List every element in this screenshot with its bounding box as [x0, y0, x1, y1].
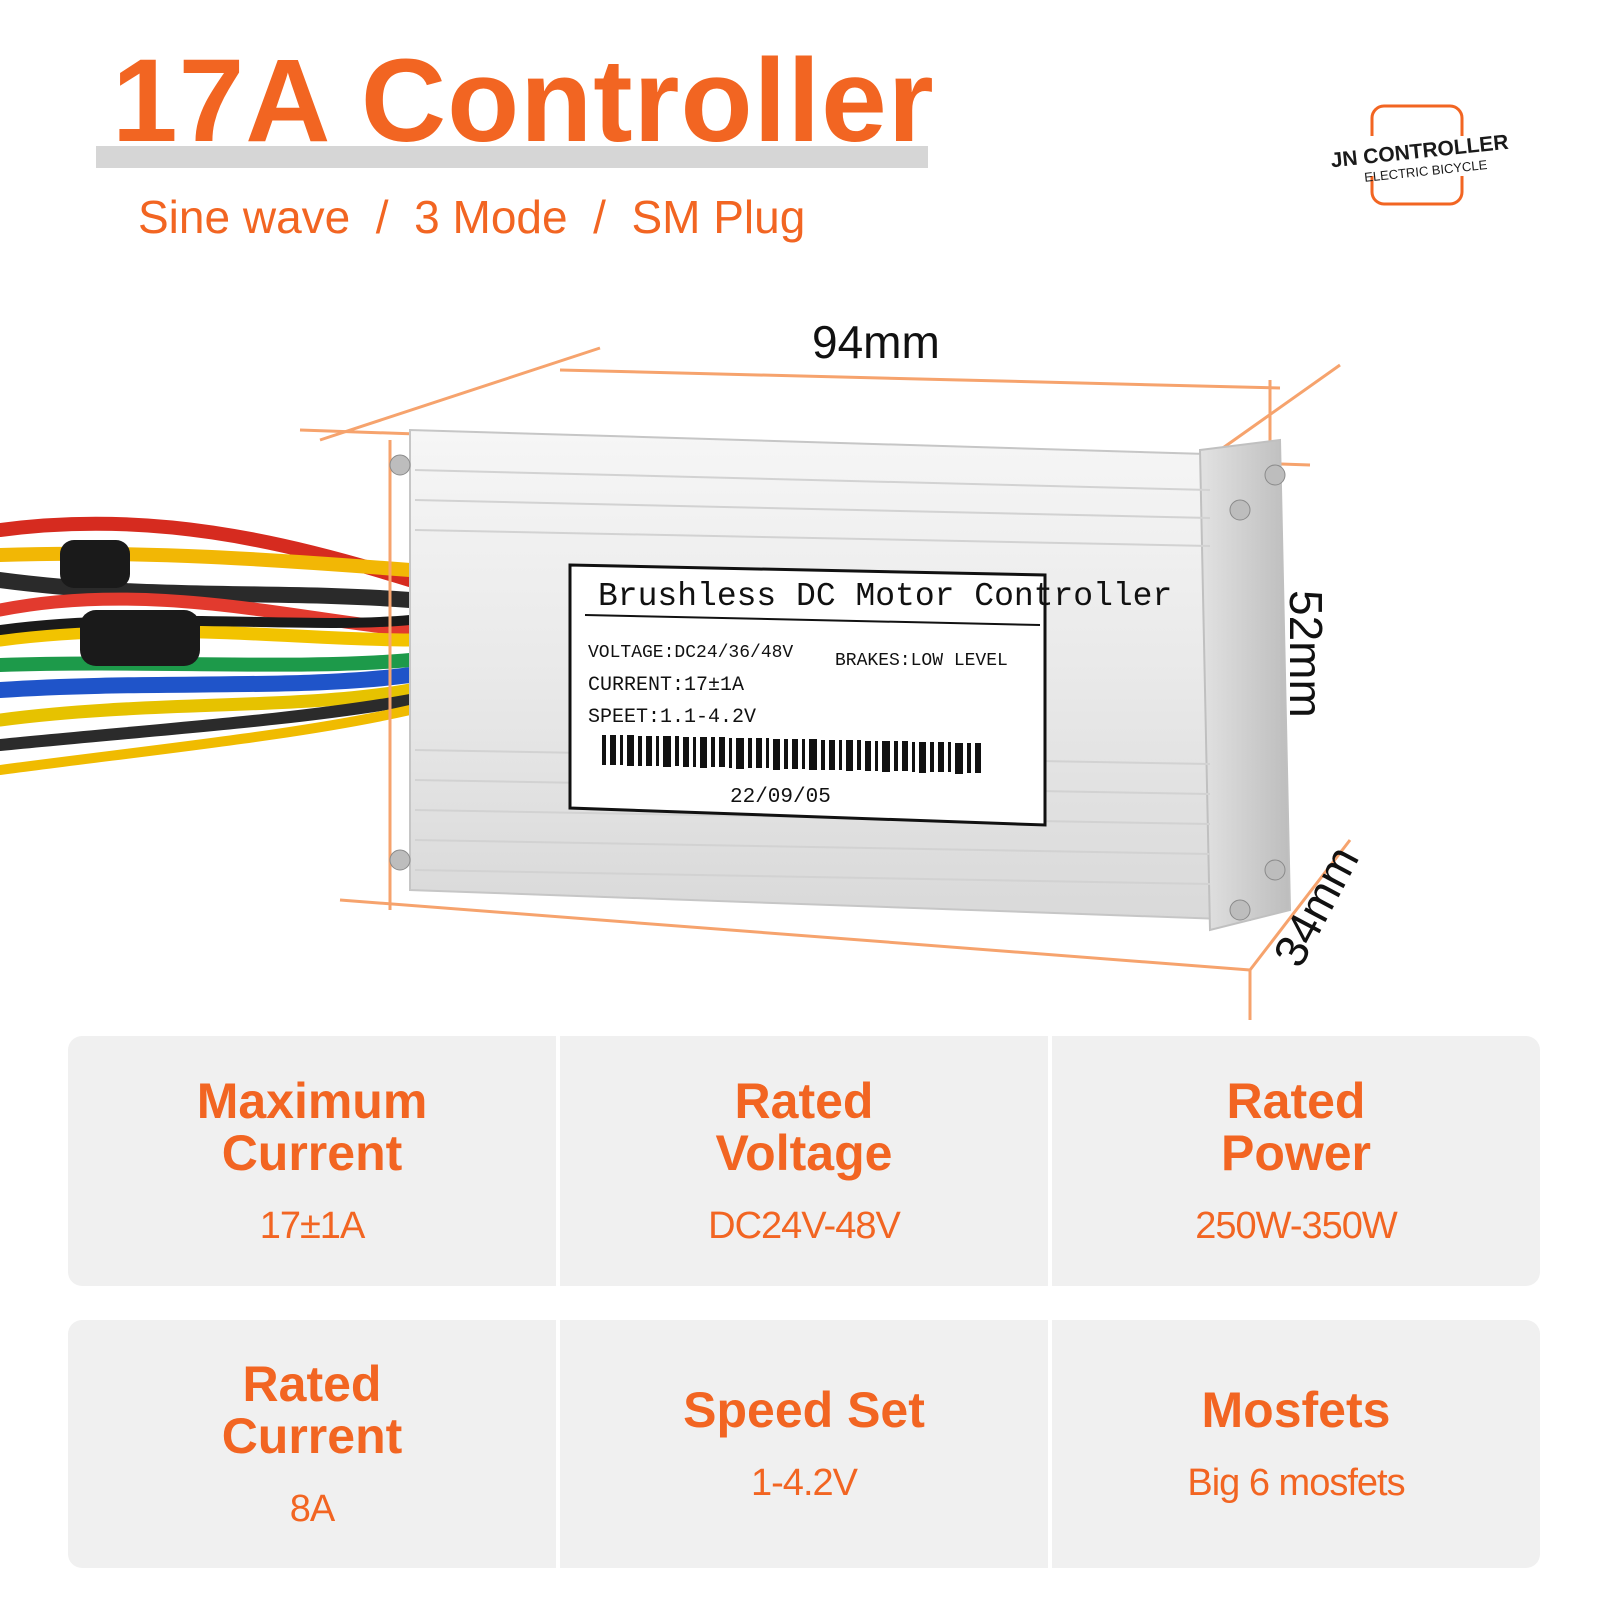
- spec-card-rated-power: Rated Power 250W-350W: [1052, 1036, 1540, 1286]
- spec-label: Mosfets: [1201, 1381, 1391, 1438]
- spec-row-2: Rated Current 8A Speed Set 1-4.2V Mosfet…: [68, 1320, 1540, 1568]
- barcode: [602, 735, 981, 774]
- device-label-sticker: Brushless DC Motor Controller VOLTAGE:DC…: [568, 563, 1172, 827]
- spec-label: Maximum Current: [196, 1072, 428, 1181]
- label-voltage: VOLTAGE:DC24/36/48V: [588, 643, 793, 663]
- spec-label: Rated Current: [221, 1355, 403, 1464]
- dimension-length-label: 94mm: [812, 316, 940, 368]
- spec-label: Rated Voltage: [715, 1072, 893, 1181]
- spec-label: Speed Set: [683, 1381, 925, 1438]
- label-date: 22/09/05: [730, 786, 831, 809]
- spec-card-rated-voltage: Rated Voltage DC24V-48V: [560, 1036, 1048, 1286]
- spec-label: Rated Power: [1220, 1072, 1372, 1181]
- spec-value: Big 6 mosfets: [1187, 1461, 1405, 1504]
- wire-harness: [0, 516, 418, 775]
- title-underline-bar: [96, 146, 928, 168]
- spec-value: 250W-350W: [1195, 1204, 1398, 1247]
- spec-value: 17±1A: [259, 1204, 366, 1247]
- controller-product-image: Brushless DC Motor Controller VOLTAGE:DC…: [0, 316, 1369, 1020]
- label-brakes: BRAKES:LOW LEVEL: [835, 651, 1008, 671]
- label-current: CURRENT:17±1A: [588, 674, 744, 697]
- spec-card-mosfets: Mosfets Big 6 mosfets: [1052, 1320, 1540, 1568]
- brand-logo: JN CONTROLLER ELECTRIC BICYCLE: [1330, 104, 1510, 206]
- label-heading: Brushless DC Motor Controller: [598, 578, 1172, 615]
- spec-card-maximum-current: Maximum Current 17±1A: [68, 1036, 556, 1286]
- page-title: 17A Controller: [112, 35, 935, 167]
- spec-card-speed-set: Speed Set 1-4.2V: [560, 1320, 1048, 1568]
- spec-value: 1-4.2V: [751, 1461, 858, 1504]
- spec-card-rated-current: Rated Current 8A: [68, 1320, 556, 1568]
- feature-subtitle: Sine wave / 3 Mode / SM Plug: [138, 191, 806, 243]
- spec-value: 8A: [289, 1487, 335, 1530]
- spec-value: DC24V-48V: [708, 1204, 901, 1247]
- dimension-height-label: 52mm: [1280, 590, 1332, 718]
- label-speed: SPEET:1.1-4.2V: [588, 706, 756, 729]
- spec-row-1: Maximum Current 17±1A Rated Voltage DC24…: [68, 1036, 1540, 1286]
